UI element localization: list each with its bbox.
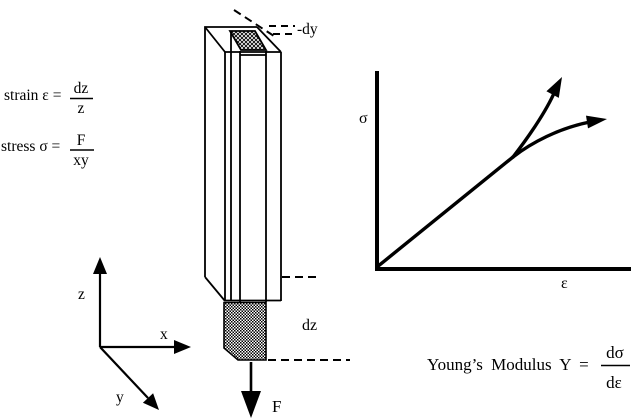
y-axis-label: y xyxy=(116,389,124,406)
youngs-modulus-denominator: dε xyxy=(606,373,622,392)
stress-strain-graph: σ ε xyxy=(359,71,631,292)
stipple-elongation-region xyxy=(223,301,267,361)
youngs-modulus-numerator: dσ xyxy=(606,343,624,362)
inner-bar xyxy=(228,30,268,302)
stress-strain-curve-lower-branch xyxy=(511,120,592,159)
z-axis-arrowhead xyxy=(93,257,107,274)
x-axis-label: x xyxy=(160,326,168,343)
strain-formula-denominator: z xyxy=(78,100,85,117)
strain-formula-numerator: dz xyxy=(74,80,89,97)
outer-box xyxy=(204,26,282,302)
dz-elongation-label: dz xyxy=(302,317,317,334)
graph-y-axis-label: σ xyxy=(359,110,368,127)
stress-formula-label: stress σ = xyxy=(1,138,60,155)
x-axis-arrowhead xyxy=(174,340,191,354)
lower-branch-arrowhead xyxy=(586,115,607,129)
stress-formula-denominator: xy xyxy=(73,152,89,169)
youngs-modulus-label: Young’s Modulus Y = xyxy=(427,355,589,374)
youngs-modulus-formula: Young’s Modulus Y = dσ dε xyxy=(427,343,630,392)
graph-x-axis-label: ε xyxy=(561,275,568,292)
y-axis-arrowhead xyxy=(142,393,159,410)
bar-wireframe: -dy dz F xyxy=(204,9,350,418)
crosshatch-top-face xyxy=(228,30,268,51)
dy-diagonal-dashed-line xyxy=(233,9,275,37)
stress-formula-numerator: F xyxy=(77,132,86,149)
z-axis-label: z xyxy=(78,286,85,303)
upper-branch-arrowhead xyxy=(546,77,562,98)
dy-contraction-label: -dy xyxy=(297,21,318,38)
stress-strain-curve-linear xyxy=(375,155,515,269)
force-arrowhead xyxy=(241,391,261,418)
stress-strain-curve-upper-branch xyxy=(511,89,557,159)
coordinate-axes: z x y xyxy=(78,257,191,410)
y-axis xyxy=(99,346,149,399)
strain-formula: strain ε = dz z xyxy=(4,80,93,117)
force-label: F xyxy=(272,397,281,416)
force-arrow xyxy=(241,362,261,418)
reference-dashes xyxy=(233,9,350,361)
strain-formula-label: strain ε = xyxy=(4,87,61,104)
stress-formula: stress σ = F xy xyxy=(1,132,94,169)
graph-axes xyxy=(375,71,631,271)
